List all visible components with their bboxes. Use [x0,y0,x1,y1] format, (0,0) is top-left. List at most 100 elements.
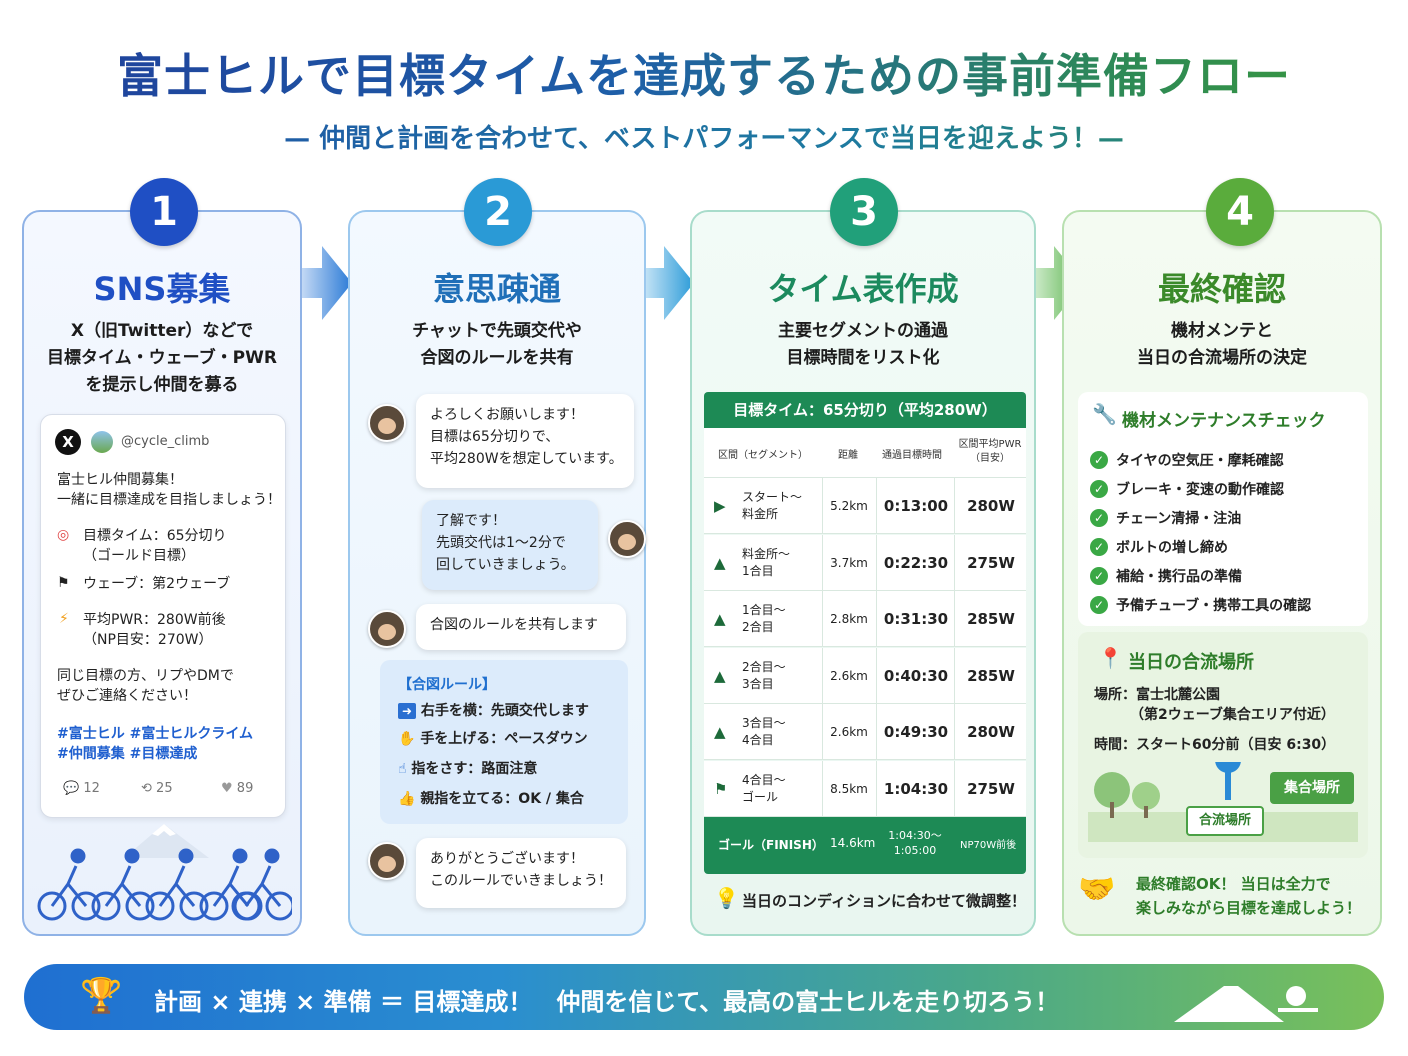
checkered-flag-icon: ⚑ [714,779,728,798]
play-icon: ▶ [714,497,726,515]
tweet-line: 同じ目標の方、リプやDMで [57,668,234,684]
like-button[interactable]: ♥ 89 [221,781,254,796]
tweet-line: 富士ヒル仲間募集！ [57,472,183,488]
banner-text: 計画 × 連携 × 準備 ＝ 目標達成！ 仲間を信じて、最高の富士ヒルを走り切ろ… [154,988,1060,1016]
checklist-item[interactable]: ✓タイヤの空気圧・摩耗確認 [1090,450,1284,470]
tweet-line: 一緒に目標達成を目指しましょう！ [57,492,281,508]
target-icon: ◎ [57,527,70,543]
chat-message: ありがとうございます！このルールでいきましょう！ [416,838,626,908]
table-header-row: 区間（セグメント） 距離 通過目標時間 区間平均PWR（目安） [704,428,1026,478]
step-number-2: 2 [464,178,532,246]
sign-board: 集合場所 [1270,772,1354,804]
tip-text: 当日のコンディションに合わせて微調整！ [742,892,1026,910]
meeting-place-panel: 📍 当日の合流場所 場所：富士北麓公園 （第2ウェーブ集合エリア付近） 時間：ス… [1078,632,1368,858]
column-header: 通過目標時間 [882,450,942,461]
distance-cell: 2.6km [830,668,868,683]
flow-arrow-1 [298,246,352,320]
check-icon: ✓ [1090,538,1108,556]
table-heading: 目標タイム：65分切り（平均280W） [704,392,1026,428]
signal-rules-title: 【合図ルール】 [398,677,496,693]
meeting-place-sub: （第2ウェーブ集合エリア付近） [1130,707,1335,723]
step-title-final-check: 最終確認 [1157,270,1286,308]
check-icon: ✓ [1090,596,1108,614]
flow-arrow-2 [640,246,694,320]
page-title: 富士ヒルで目標タイムを達成するための事前準備フロー [0,40,1408,106]
avatar [368,404,406,442]
time-cell: 0:40:30 [883,666,949,685]
maintenance-panel: 🔧 機材メンテナンスチェック ✓タイヤの空気圧・摩耗確認 ✓ブレーキ・変速の動作… [1078,392,1368,626]
signal-rule: ✋ 手を上げる：ペースダウン [398,731,588,747]
meeting-place: 場所：富士北麓公園 [1094,687,1220,703]
trophy-icon: 🏆 [80,976,123,1016]
avatar [608,520,646,558]
table-goal-row: ゴール（FINISH） 14.6km 1:04:30〜1:05:00 NP70W… [704,814,1026,874]
step-desc-communication: チャットで先頭交代や合図のルールを共有 [412,321,582,368]
step-card-timetable: 3 タイム表作成 主要セグメントの通過目標時間をリスト化 目標タイム：65分切り… [690,178,1036,936]
power-cell: 275W [967,553,1015,572]
tweet-item: ウェーブ：第2ウェーブ [83,576,231,592]
handshake-icon: 🤝 [1078,872,1116,907]
mountain-icon: ▲ [714,666,726,685]
wrench-icon: 🔧 [1092,402,1117,426]
mountain-sun-icon [1174,986,1318,1022]
power-cell: 280W [967,723,1015,741]
checklist-item[interactable]: ✓チェーン清掃・注油 [1090,508,1241,528]
power-cell: 275W [967,779,1015,798]
tweet-item-sub: （NP目安：270W） [83,632,213,648]
distance-cell: 2.6km [830,725,868,739]
step-number-4: 4 [1206,178,1274,246]
power-cell: 280W [967,497,1015,515]
cyclists-illustration [37,824,292,921]
signal-rule: ☝ 指をさす：路面注意 [398,761,538,777]
step-number-1: 1 [130,178,198,246]
signal-rule: 👍 親指を立てる：OK / 集合 [398,791,584,807]
goal-time: 1:04:30〜1:05:00 [888,829,942,857]
power-cell: 285W [967,610,1015,628]
checkered-flag-icon: ⚑ [57,575,70,591]
mountain-icon: ▲ [714,723,726,741]
tweet-handle[interactable]: @cycle_climb [121,434,210,449]
goal-power: NP70W前後 [960,840,1017,851]
segment-cell: 1合目〜2合目 [742,603,786,634]
column-header: 距離 [838,450,858,461]
table-row: ▲ 3合目〜4合目 2.6km 0:49:30 280W [704,704,1026,760]
retweet-button[interactable]: ⟲ 25 [141,781,173,796]
segment-cell: 3合目〜4合目 [742,716,786,747]
pointing-hand-icon: ☝ [398,761,407,777]
tweet-item: 平均PWR：280W前後 [83,612,226,628]
column-header: 区間（セグメント） [718,450,808,461]
sign-board: 合流場所 [1186,806,1264,836]
time-cell: 0:13:00 [883,497,949,515]
reply-button[interactable]: 💬 12 [63,781,100,796]
chat-message: 了解です！先頭交代は1〜2分で回していきましょう。 [422,500,598,590]
step-number-3: 3 [830,178,898,246]
tweet-line: ぜひご連絡ください！ [57,688,197,704]
time-cell: 0:22:30 [883,553,949,572]
power-cell: 285W [967,666,1015,685]
final-message: 最終確認OK！ 当日は全力で楽しみながら目標を達成しよう！ [1136,875,1362,917]
goal-distance: 14.6km [830,836,876,850]
checklist-item[interactable]: ✓ボルトの増し締め [1090,537,1228,557]
time-cell: 0:49:30 [883,723,949,741]
meeting-title: 当日の合流場所 [1128,652,1254,673]
chat-message: 合図のルールを共有します [416,604,626,650]
check-icon: ✓ [1090,480,1108,498]
check-icon: ✓ [1090,509,1108,527]
heart-icon: ♥ [221,781,233,796]
step-title-timetable: タイム表作成 [767,270,959,308]
check-icon: ✓ [1090,451,1108,469]
tweet-item: 目標タイム：65分切り [83,528,227,544]
hashtags[interactable]: #仲間募集 #目標達成 [57,746,198,762]
tweet-card[interactable]: X @cycle_climb 富士ヒル仲間募集！ 一緒に目標達成を目指しましょう… [40,414,286,818]
hashtags[interactable]: #富士ヒル #富士ヒルクライム [57,726,254,742]
checklist-item[interactable]: ✓ブレーキ・変速の動作確認 [1090,479,1284,499]
checklist-item[interactable]: ✓予備チューブ・携帯工具の確認 [1090,595,1311,615]
checklist-item[interactable]: ✓補給・携行品の準備 [1090,566,1242,586]
step-card-communication: 2 意思疎通 チャットで先頭交代や合図のルールを共有 よろしくお願いします！目標… [348,178,646,936]
time-cell: 0:31:30 [883,610,949,628]
